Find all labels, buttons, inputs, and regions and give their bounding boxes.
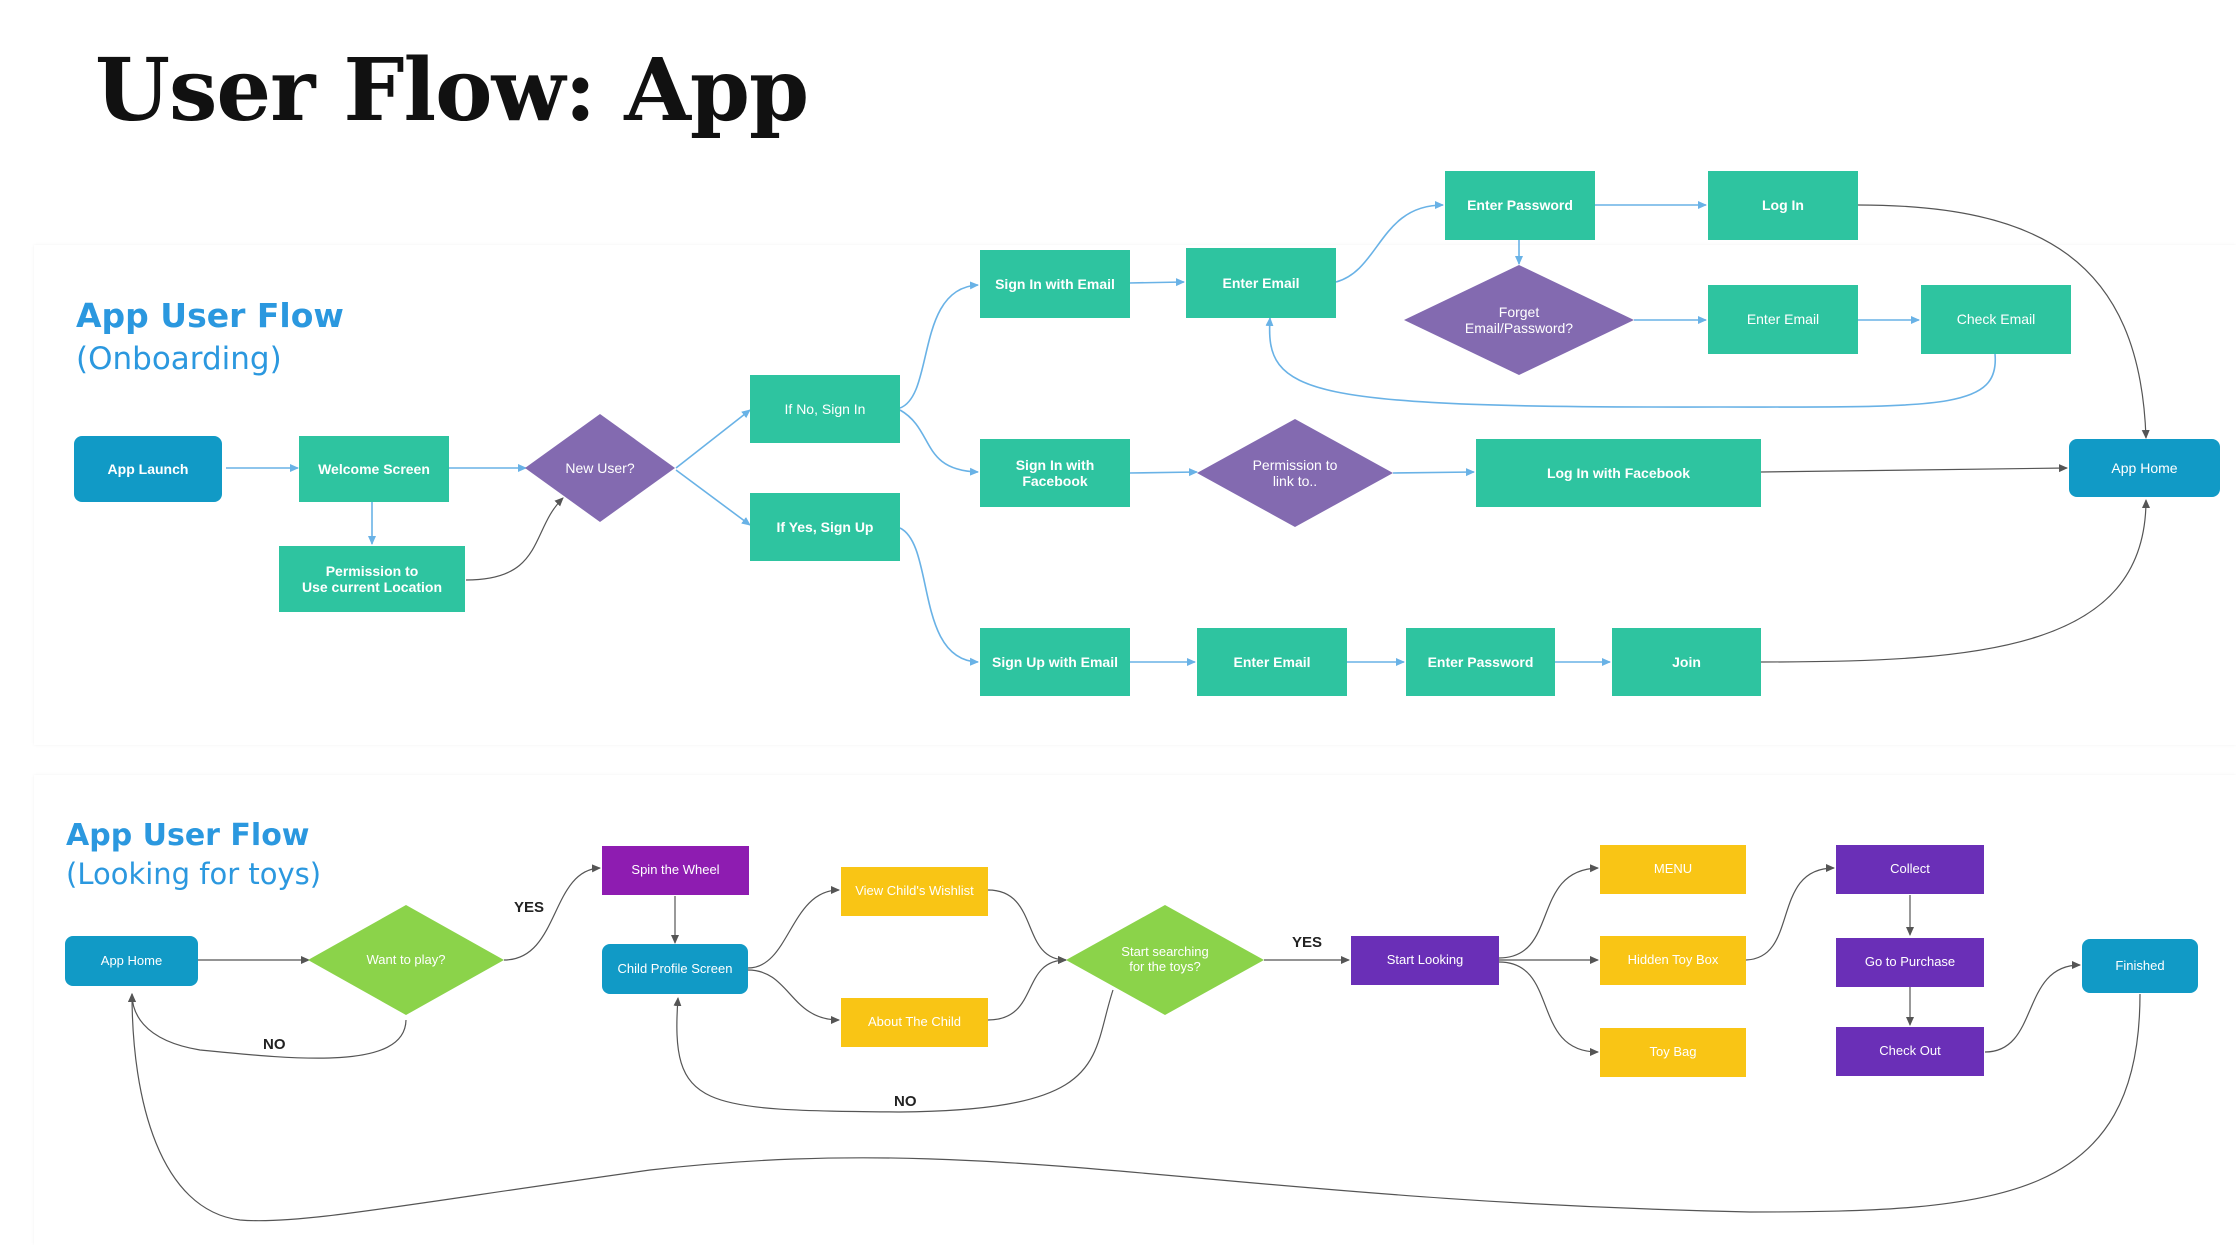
enter-password-signin-label: Enter Password xyxy=(1467,197,1573,214)
enter-email-signup-node[interactable]: Enter Email xyxy=(1197,628,1347,696)
no-search-label: NO xyxy=(894,1093,917,1110)
sign-in-email-label: Sign In with Email xyxy=(995,275,1115,292)
enter-password-signup-label: Enter Password xyxy=(1427,653,1534,670)
sign-up-email-node[interactable]: Sign Up with Email xyxy=(980,628,1130,696)
join-node[interactable]: Join xyxy=(1612,628,1761,696)
about-child-node[interactable]: About The Child xyxy=(841,998,988,1047)
collect-label: Collect xyxy=(1890,861,1930,877)
join-label: Join xyxy=(1672,653,1701,670)
about-child-label: About The Child xyxy=(868,1014,961,1030)
app-home-onboarding-node[interactable]: App Home xyxy=(2069,439,2220,497)
new-user-diamond xyxy=(525,414,675,522)
enter-email-signin-node[interactable]: Enter Email xyxy=(1186,248,1336,318)
child-profile-label: Child Profile Screen xyxy=(617,960,733,976)
yes-search-label: YES xyxy=(1292,934,1323,951)
onboarding-connectors-gray xyxy=(465,204,2150,663)
sign-in-facebook-node[interactable]: Sign In with Facebook xyxy=(980,439,1130,507)
sign-in-email-node[interactable]: Sign In with Email xyxy=(980,250,1130,318)
forget-password-node[interactable]: Forget Email/Password? xyxy=(1404,265,1634,375)
page-title: User Flow: App xyxy=(95,40,809,141)
enter-email-signin-label: Enter Email xyxy=(1222,274,1300,291)
menu-label: MENU xyxy=(1653,861,1693,877)
forget-password-diamond xyxy=(1404,265,1634,375)
start-looking-label: Start Looking xyxy=(1386,952,1464,968)
if-no-sign-in-label: If No, Sign In xyxy=(784,400,866,417)
want-to-play-label: Want to play? xyxy=(366,951,446,967)
app-home-looking-node[interactable]: App Home xyxy=(65,936,198,986)
go-to-purchase-node[interactable]: Go to Purchase xyxy=(1836,938,1984,987)
hidden-toy-box-label: Hidden Toy Box xyxy=(1627,952,1719,968)
enter-password-signin-node[interactable]: Enter Password xyxy=(1445,171,1595,240)
new-user-node[interactable]: New User? xyxy=(525,414,675,522)
sign-in-facebook-label: Sign In with Facebook xyxy=(1015,456,1095,489)
permission-link-label: Permission to link to.. xyxy=(1252,456,1338,489)
no-play-label: NO xyxy=(263,1036,286,1053)
view-wishlist-node[interactable]: View Child's Wishlist xyxy=(841,867,988,916)
toy-bag-label: Toy Bag xyxy=(1649,1044,1697,1060)
child-profile-node[interactable]: Child Profile Screen xyxy=(602,944,748,994)
start-searching-label: Start searching for the toys? xyxy=(1121,944,1209,974)
looking-heading: App User Flow (Looking for toys) xyxy=(66,818,321,891)
app-home-onboarding-label: App Home xyxy=(2111,459,2178,476)
collect-node[interactable]: Collect xyxy=(1836,845,1984,894)
new-user-label: New User? xyxy=(565,459,635,476)
welcome-screen-label: Welcome Screen xyxy=(318,460,430,477)
welcome-screen-node[interactable]: Welcome Screen xyxy=(299,436,449,502)
looking-heading-title: App User Flow xyxy=(66,818,310,853)
view-wishlist-label: View Child's Wishlist xyxy=(855,883,974,899)
check-out-label: Check Out xyxy=(1879,1043,1941,1059)
yes-play-label: YES xyxy=(514,899,545,916)
finished-label: Finished xyxy=(2115,957,2165,973)
check-email-label: Check Email xyxy=(1956,311,2036,328)
enter-email-reset-label: Enter Email xyxy=(1746,311,1820,328)
start-looking-node[interactable]: Start Looking xyxy=(1351,936,1499,985)
start-searching-diamond xyxy=(1066,905,1264,1015)
enter-email-signup-label: Enter Email xyxy=(1233,653,1311,670)
log-in-node[interactable]: Log In xyxy=(1708,171,1858,240)
looking-connectors xyxy=(128,864,2141,1222)
log-in-facebook-node[interactable]: Log In with Facebook xyxy=(1476,439,1761,507)
app-launch-label: App Launch xyxy=(107,460,189,477)
if-yes-sign-up-label: If Yes, Sign Up xyxy=(776,518,874,535)
toy-bag-node[interactable]: Toy Bag xyxy=(1600,1028,1746,1077)
spin-wheel-node[interactable]: Spin the Wheel xyxy=(602,846,749,895)
log-in-label: Log In xyxy=(1762,197,1804,214)
start-searching-node[interactable]: Start searching for the toys? xyxy=(1066,905,1264,1015)
onboarding-heading-title: App User Flow xyxy=(76,296,344,335)
onboarding-connectors xyxy=(226,201,1997,666)
permission-location-label: Permission to Use current Location xyxy=(301,562,443,595)
spin-wheel-label: Spin the Wheel xyxy=(631,862,720,878)
onboarding-heading-subtitle: (Onboarding) xyxy=(76,341,282,377)
looking-heading-subtitle: (Looking for toys) xyxy=(66,857,322,891)
forget-password-label: Forget Email/Password? xyxy=(1464,303,1574,336)
enter-password-signup-node[interactable]: Enter Password xyxy=(1406,628,1555,696)
finished-node[interactable]: Finished xyxy=(2082,939,2198,993)
go-to-purchase-label: Go to Purchase xyxy=(1864,954,1956,970)
permission-location-node[interactable]: Permission to Use current Location xyxy=(279,546,465,612)
hidden-toy-box-node[interactable]: Hidden Toy Box xyxy=(1600,936,1746,985)
if-yes-sign-up-node[interactable]: If Yes, Sign Up xyxy=(750,493,900,561)
log-in-facebook-label: Log In with Facebook xyxy=(1546,464,1691,481)
check-email-node[interactable]: Check Email xyxy=(1921,285,2071,354)
app-launch-node[interactable]: App Launch xyxy=(74,436,222,502)
enter-email-reset-node[interactable]: Enter Email xyxy=(1708,285,1858,354)
want-to-play-node[interactable]: Want to play? xyxy=(308,905,504,1015)
app-home-looking-label: App Home xyxy=(100,952,163,968)
if-no-sign-in-node[interactable]: If No, Sign In xyxy=(750,375,900,443)
want-to-play-diamond xyxy=(308,905,504,1015)
check-out-node[interactable]: Check Out xyxy=(1836,1027,1984,1076)
permission-link-node[interactable]: Permission to link to.. xyxy=(1197,419,1393,527)
permission-link-diamond xyxy=(1197,419,1393,527)
onboarding-heading: App User Flow (Onboarding) xyxy=(76,296,344,377)
menu-node[interactable]: MENU xyxy=(1600,845,1746,894)
sign-up-email-label: Sign Up with Email xyxy=(991,653,1118,670)
